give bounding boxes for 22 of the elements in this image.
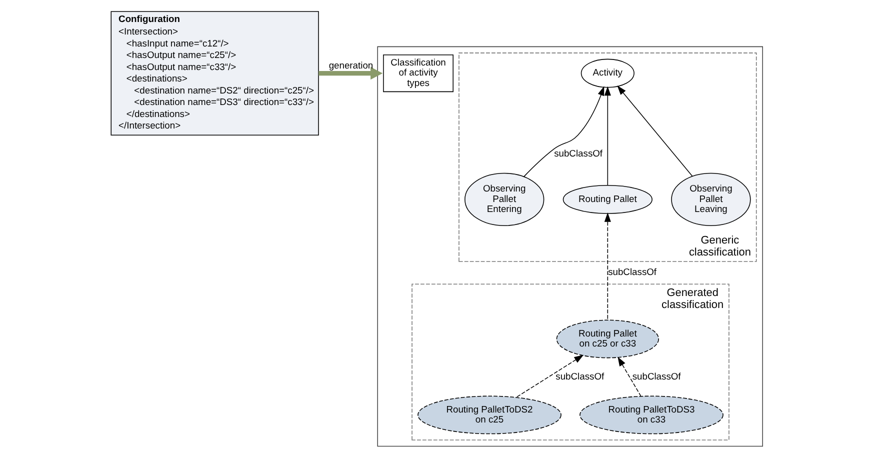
node-ellipse: Routing PalletToDS3 on c33: [579, 396, 723, 434]
cluster: [376, 46, 762, 447]
arrow: [318, 66, 382, 80]
edge-label: subClassOf: [555, 370, 604, 382]
arrow: [616, 86, 692, 177]
edge-label: generation: [328, 59, 373, 70]
node-ellipse: Routing Pallet on c25 or c33: [556, 320, 658, 358]
node-ellipse: Activity: [580, 58, 634, 88]
node-ellipse: Routing PalletToDS2 on c25: [417, 396, 561, 434]
node-box: Classification of activity types: [382, 54, 453, 92]
edge-label: subClassOf: [632, 370, 680, 382]
arrow: [604, 86, 610, 186]
node-ellipse: Routing Pallet: [562, 184, 652, 214]
edge-label: subClassOf: [608, 266, 656, 278]
arrow: [604, 212, 610, 320]
node-ellipse: Observing Pallet Entering: [464, 172, 544, 226]
node-box: Configuration <Intersection> <hasInput name=“c12“/> <hasOutput name=“c25“/> <hasOutput name=“c33“/> <destinations> <destination name=“DS2“ direction=“c25“/> <destination name=“DS3“ direction=“c33“/> </destinations> </Intersection>: [110, 11, 318, 136]
node-ellipse: Observing Pallet Leaving: [670, 172, 750, 226]
arrow: [617, 356, 641, 397]
arrow: [515, 354, 584, 398]
edge-label: subClassOf: [554, 148, 602, 159]
arrow: [522, 86, 604, 178]
